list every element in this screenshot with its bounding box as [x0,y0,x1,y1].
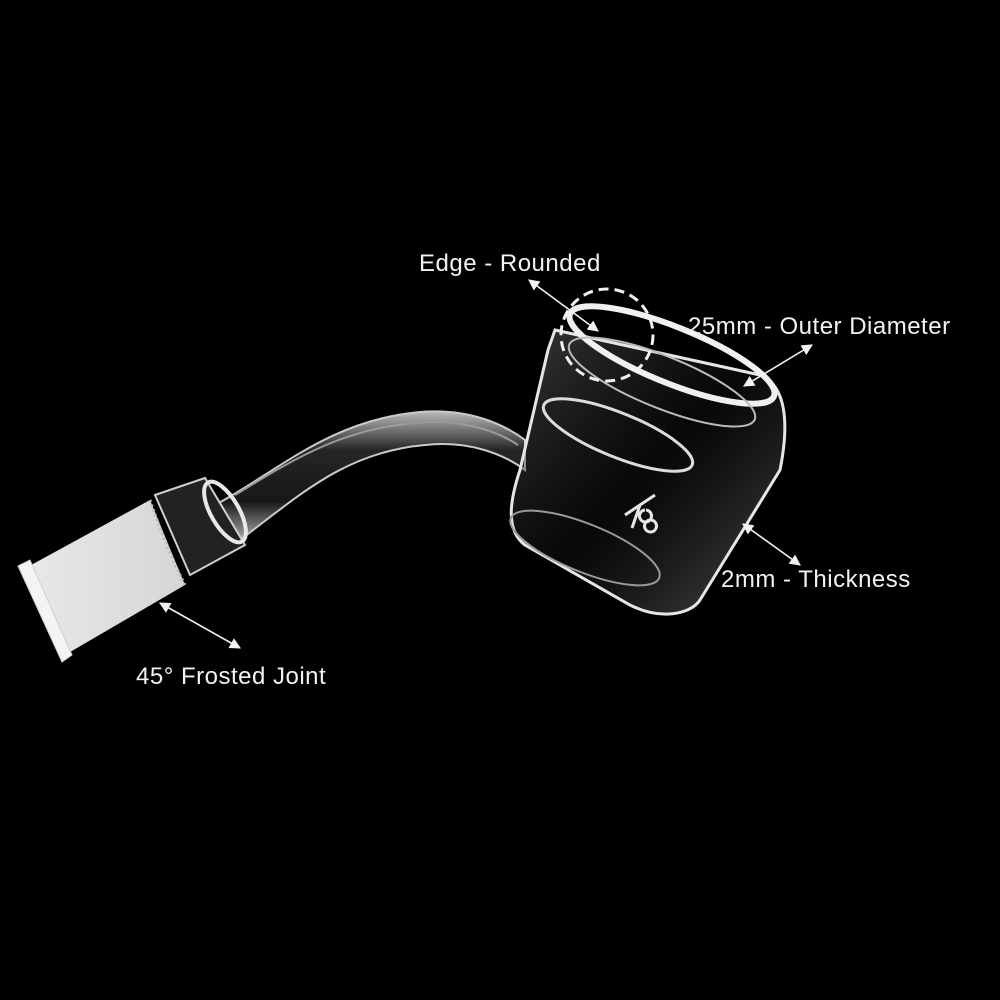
edge-label: Edge - Rounded [419,250,601,277]
frosted-joint [17,499,187,663]
neck-tube [213,410,526,542]
outer-diameter-label: 25mm - Outer Diameter [688,313,951,340]
logo-etching [624,493,658,534]
edge-callout-circle [559,287,655,383]
frosted-joint-label: 45° Frosted Joint [136,663,327,690]
diameter-arrow [743,344,813,387]
thickness-arrow [742,523,801,566]
edge-arrow [528,279,599,332]
banger-bucket [509,303,787,616]
thickness-label: 2mm - Thickness [721,566,911,593]
joint-arrow [159,602,241,649]
joint-collar [153,476,248,577]
